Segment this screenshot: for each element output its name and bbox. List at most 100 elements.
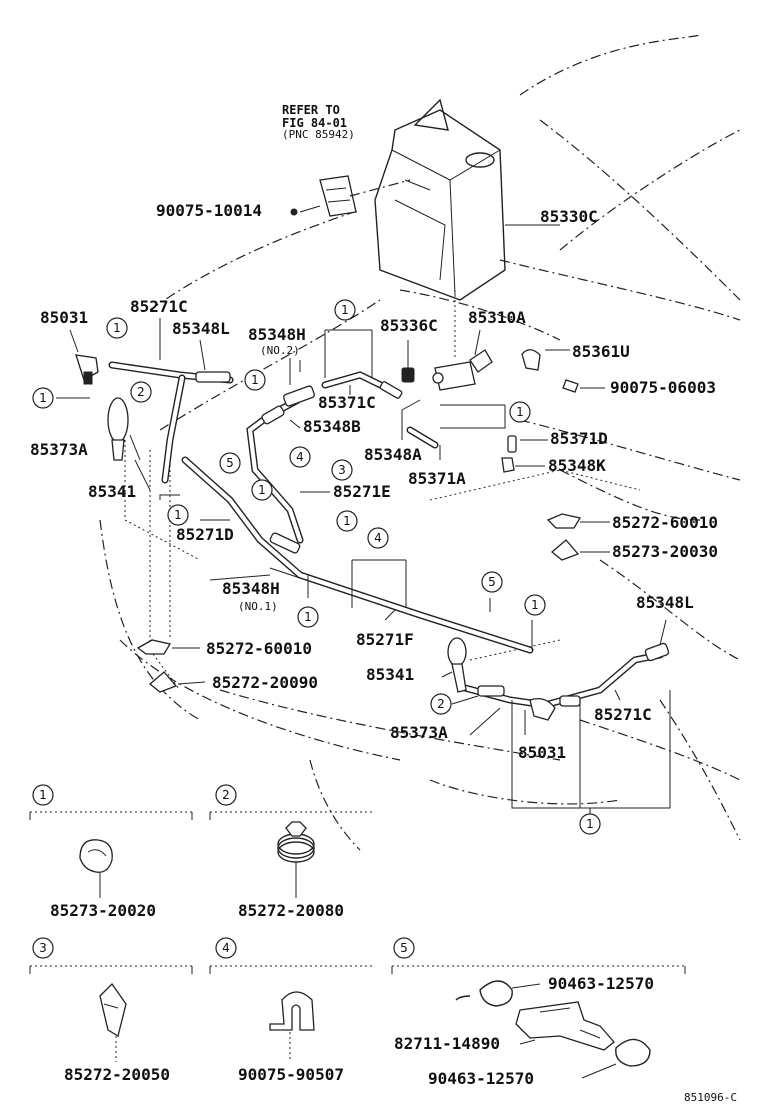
svg-text:REFER TO: REFER TO <box>282 103 340 117</box>
tank-bracket <box>319 175 357 217</box>
clip-85272-20090 <box>148 671 178 693</box>
label-85348B: 85348B <box>303 417 361 436</box>
svg-text:4: 4 <box>374 531 382 545</box>
label-85371D: 85371D <box>550 429 608 448</box>
callout-1-b: 1 <box>334 299 356 321</box>
callout-1-i: 1 <box>524 594 546 616</box>
svg-text:FIG 84-01: FIG 84-01 <box>282 116 347 130</box>
label-90075-10014: 90075-10014 <box>156 201 262 220</box>
label-85361U: 85361U <box>572 342 630 361</box>
callout-1-f: 1 <box>251 479 273 501</box>
callout-5-b: 5 <box>481 571 503 593</box>
cleaner-head-top[interactable] <box>107 397 129 461</box>
legend-part-82711-14890: 82711-14890 <box>394 1034 500 1053</box>
svg-text:1: 1 <box>531 598 539 612</box>
label-85031-top: 85031 <box>40 308 88 327</box>
svg-text:5: 5 <box>226 456 234 470</box>
callout-1-h: 1 <box>336 510 358 532</box>
legend-item-5: 5 90463-12570 82711-14890 90463-12570 <box>391 937 686 1088</box>
svg-text:4: 4 <box>296 450 304 464</box>
washer-pump[interactable] <box>432 349 493 391</box>
legend-part-85272-20050: 85272-20050 <box>64 1065 170 1084</box>
label-85336C: 85336C <box>380 316 438 335</box>
label-85272-20090: 85272-20090 <box>212 673 318 692</box>
svg-text:1: 1 <box>113 321 121 335</box>
legend-part-90463-12570-bottom: 90463-12570 <box>428 1069 534 1088</box>
label-85373A-bottom: 85373A <box>390 723 448 742</box>
svg-text:1: 1 <box>258 483 266 497</box>
washer-nozzle-bottom[interactable] <box>529 697 556 721</box>
label-85348A: 85348A <box>364 445 422 464</box>
label-85341-bottom: 85341 <box>366 665 414 684</box>
label-85272-60010-left: 85272-60010 <box>206 639 312 658</box>
callout-5-a: 5 <box>219 452 241 474</box>
label-85348H-no1: 85348H <box>222 579 280 598</box>
figure-code: 851096-C <box>684 1091 737 1104</box>
svg-text:5: 5 <box>400 941 408 955</box>
pump-clip-85361u <box>521 349 541 371</box>
part-labels: 90075-10014 85330C 85031 85271C 85348L 8… <box>30 201 718 762</box>
svg-text:1: 1 <box>39 391 47 405</box>
callout-1-j: 1 <box>297 606 319 628</box>
svg-text:2: 2 <box>137 385 145 399</box>
legend-part-85272-20080: 85272-20080 <box>238 901 344 920</box>
label-85371A: 85371A <box>408 469 466 488</box>
callout-1-g: 1 <box>167 504 189 526</box>
legend: 1 85273-20020 2 85272-20080 3 <box>29 784 686 1088</box>
svg-text:1: 1 <box>304 610 312 624</box>
label-90075-06003: 90075-06003 <box>610 378 716 397</box>
legend-item-1: 1 85273-20020 <box>29 784 193 920</box>
leader-lines <box>56 318 671 815</box>
svg-text:(PNC 85942): (PNC 85942) <box>282 128 355 141</box>
legend-item-2: 2 85272-20080 <box>209 784 375 920</box>
svg-text:3: 3 <box>338 463 346 477</box>
svg-text:1: 1 <box>174 508 182 522</box>
callout-3: 3 <box>331 459 353 481</box>
label-85310A: 85310A <box>468 308 526 327</box>
callout-1-c: 1 <box>32 387 54 409</box>
label-no2: (NO.2) <box>260 344 300 357</box>
legend-item-3: 3 85272-20050 <box>29 937 193 1084</box>
callout-circles: 1 1 1 2 1 1 4 3 5 1 1 1 4 5 1 1 2 1 <box>32 299 601 835</box>
svg-text:1: 1 <box>251 373 259 387</box>
label-85271D: 85271D <box>176 525 234 544</box>
washer-reservoir-tank[interactable] <box>374 98 506 301</box>
callout-1-k: 1 <box>579 813 601 835</box>
callout-2-a: 2 <box>130 381 152 403</box>
label-85031-bottom: 85031 <box>518 743 566 762</box>
label-85348K: 85348K <box>548 456 606 475</box>
label-85330C: 85330C <box>540 207 598 226</box>
legend-part-90463-12570-top: 90463-12570 <box>548 974 654 993</box>
label-85373A-top: 85373A <box>30 440 88 459</box>
cleaner-head-bottom[interactable] <box>447 637 467 693</box>
callout-1-a: 1 <box>106 317 128 339</box>
callout-1-e: 1 <box>509 401 531 423</box>
legend-item-4: 4 90075-90507 <box>209 937 375 1084</box>
label-85348L-right: 85348L <box>636 593 694 612</box>
label-85341-top: 85341 <box>88 482 136 501</box>
svg-text:3: 3 <box>39 941 47 955</box>
label-85348L-top: 85348L <box>172 319 230 338</box>
svg-text:1: 1 <box>516 405 524 419</box>
svg-text:2: 2 <box>437 697 445 711</box>
label-85272-60010-right: 85272-60010 <box>612 513 718 532</box>
label-85271E: 85271E <box>333 482 391 501</box>
bolt-90075-06003 <box>562 379 579 393</box>
callout-4-a: 4 <box>289 446 311 468</box>
svg-text:1: 1 <box>341 303 349 317</box>
legend-part-85273-20020: 85273-20020 <box>50 901 156 920</box>
clip-85273-20030 <box>550 539 580 561</box>
washer-nozzle-top[interactable] <box>75 354 99 385</box>
refer-note: REFER TO FIG 84-01 (PNC 85942) <box>282 103 355 141</box>
label-85371C: 85371C <box>318 393 376 412</box>
svg-text:5: 5 <box>488 575 496 589</box>
label-85271F: 85271F <box>356 630 414 649</box>
svg-text:1: 1 <box>343 514 351 528</box>
label-85273-20030: 85273-20030 <box>612 542 718 561</box>
svg-text:1: 1 <box>586 817 594 831</box>
hose-connectors <box>195 371 670 707</box>
clip-85272-60010-left <box>136 639 172 655</box>
svg-text:1: 1 <box>39 788 47 802</box>
legend-part-90075-90507: 90075-90507 <box>238 1065 344 1084</box>
